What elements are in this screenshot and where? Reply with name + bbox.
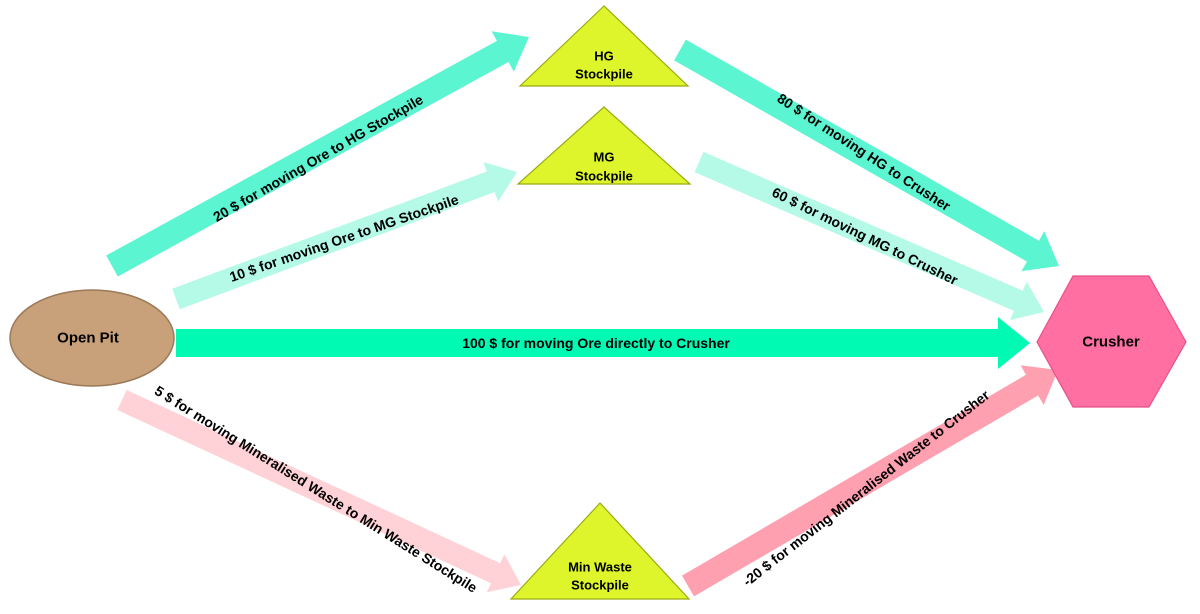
min-waste-stockpile-triangle [509, 502, 691, 600]
arrow-mg-to-crusher-shape [694, 151, 1044, 321]
arrow-ore-to-hg-shape [106, 31, 529, 277]
arrow-label-ore-to-hg: 20 $ for moving Ore to HG Stockpile [210, 91, 426, 225]
mg-stockpile-label-line2: Stockpile [575, 169, 633, 184]
arrow-hg-to-crusher-shape [674, 39, 1059, 272]
arrow-ore-to-crusher [176, 317, 1030, 369]
arrow-hg-to-crusher [674, 39, 1059, 272]
node-open-pit: Open Pit [9, 289, 175, 387]
open-pit-ellipse [9, 289, 175, 387]
arrow-ore-to-hg [106, 31, 529, 277]
node-mg-stockpile: MG Stockpile [516, 106, 692, 185]
mg-stockpile-label-line1: MG [594, 150, 615, 165]
arrow-waste-to-minwaste [117, 390, 522, 593]
arrow-label-ore-to-crusher: 100 $ for moving Ore directly to Crusher [462, 335, 730, 351]
arrows-layer [106, 31, 1059, 597]
arrow-ore-to-mg [172, 162, 517, 310]
node-crusher: Crusher [1036, 275, 1187, 408]
crusher-label: Crusher [1082, 334, 1140, 351]
hg-stockpile-triangle [518, 5, 690, 87]
arrow-label-ore-to-mg: 10 $ for moving Ore to MG Stockpile [227, 191, 460, 285]
arrow-mg-to-crusher [694, 151, 1044, 321]
hg-stockpile-label-line2: Stockpile [575, 67, 633, 82]
arrow-minwaste-to-crusher [682, 365, 1058, 597]
mg-stockpile-triangle [516, 106, 692, 185]
arrow-label-waste-to-minwaste: 5 $ for moving Mineralised Waste to Min … [152, 382, 480, 595]
hg-stockpile-label-line1: HG [594, 49, 614, 64]
arrow-ore-to-crusher-shape [176, 317, 1030, 369]
node-min-waste-stockpile: Min Waste Stockpile [509, 502, 691, 600]
crusher-hexagon [1036, 275, 1187, 408]
arrow-ore-to-mg-shape [172, 162, 517, 310]
open-pit-label: Open Pit [57, 330, 119, 347]
arrow-label-minwaste-to-crusher: -20 $ for moving Mineralised Waste to Cr… [740, 386, 993, 589]
arrow-minwaste-to-crusher-shape [682, 365, 1058, 597]
node-hg-stockpile: HG Stockpile [518, 5, 690, 87]
arrow-waste-to-minwaste-shape [117, 390, 522, 593]
min-waste-stockpile-label-line1: Min Waste [568, 560, 632, 575]
min-waste-stockpile-label-line2: Stockpile [571, 578, 629, 593]
nodes-layer: Open Pit HG Stockpile MG Stockpile Min W… [9, 5, 1187, 600]
